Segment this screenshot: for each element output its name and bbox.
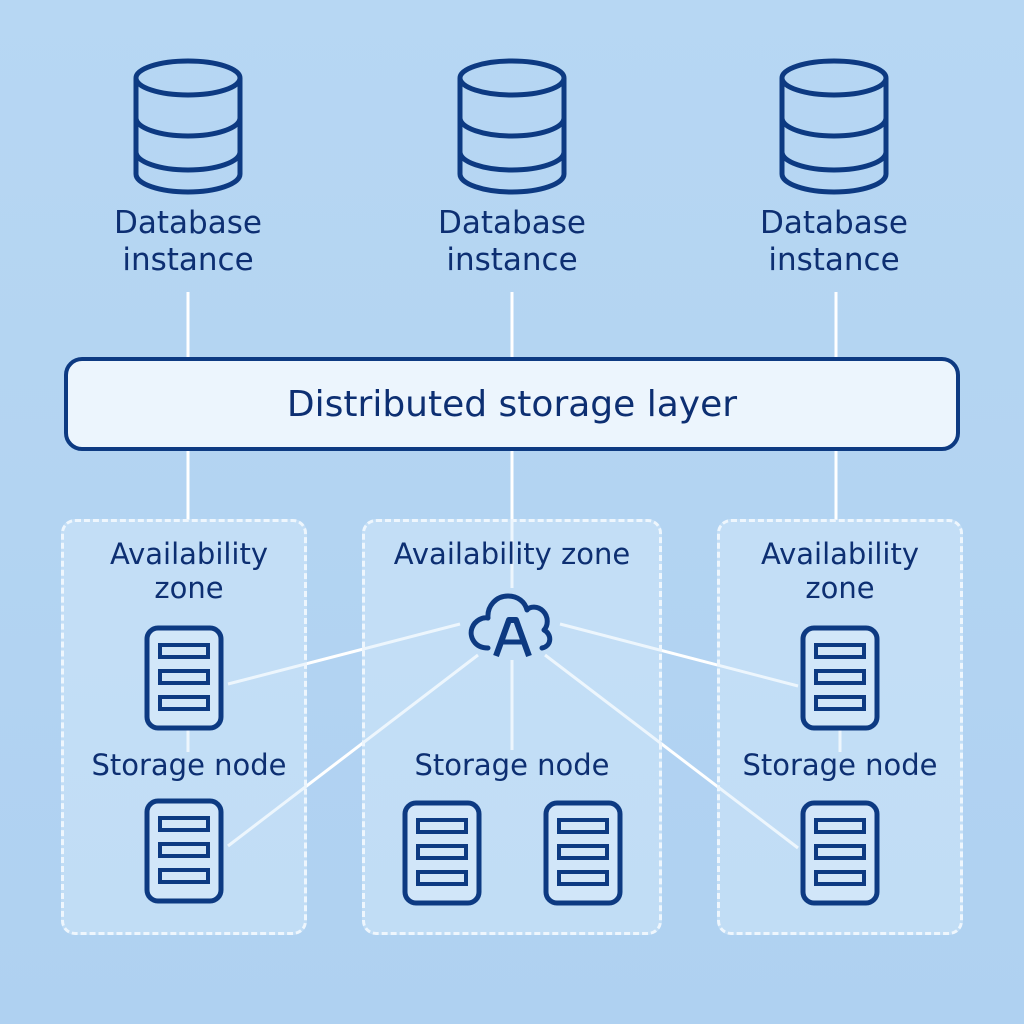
database-cylinder-icon bbox=[779, 58, 889, 195]
distributed-storage-layer: Distributed storage layer bbox=[64, 357, 960, 451]
database-instance-label: Database instance bbox=[760, 205, 908, 278]
zone-label: Availability zone bbox=[760, 537, 920, 606]
storage-node-label: Storage node bbox=[414, 748, 610, 782]
database-instance-label: Database instance bbox=[114, 205, 262, 278]
storage-node-label: Storage node bbox=[91, 748, 287, 782]
database-cylinder-icon bbox=[133, 58, 243, 195]
database-cylinder-icon bbox=[457, 58, 567, 195]
storage-node-icon bbox=[144, 798, 224, 904]
connector-hub-zone1-node2 bbox=[227, 653, 479, 848]
connector-hub-zone3-node1 bbox=[559, 622, 799, 688]
storage-node-icon bbox=[402, 800, 482, 906]
storage-node-label: Storage node bbox=[742, 748, 938, 782]
cloud-a-icon bbox=[468, 593, 553, 658]
database-instance-label: Database instance bbox=[438, 205, 586, 278]
connector-hub-zone3-node2 bbox=[544, 653, 799, 850]
storage-node-icon bbox=[543, 800, 623, 906]
connector-hub-zone1-node1 bbox=[227, 622, 461, 686]
storage-layer-label: Distributed storage layer bbox=[286, 383, 738, 425]
zone-label: Availability zone bbox=[393, 537, 631, 571]
storage-node-icon bbox=[144, 625, 224, 731]
zone-label: Availability zone bbox=[109, 537, 269, 606]
storage-node-icon bbox=[800, 800, 880, 906]
storage-node-icon bbox=[800, 625, 880, 731]
